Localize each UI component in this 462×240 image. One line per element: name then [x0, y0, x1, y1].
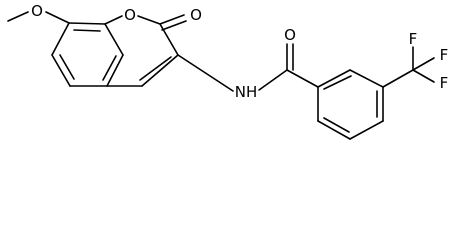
bond-c3-c4 [141, 54, 179, 87]
structure-diagram: O O O O NH F F F [7, 2, 448, 140]
bond-ph1-ph2-inner [323, 75, 352, 90]
bond-ph1-ph2 [317, 69, 351, 88]
bond-camide-aryl [286, 69, 319, 88]
atom-f-bottom: F [440, 74, 449, 92]
atom-ring-o: O [124, 6, 136, 24]
bond-c2-co [159, 14, 185, 25]
bond-c5-c6 [51, 54, 71, 87]
bond-ph5-ph6 [317, 120, 351, 140]
bond-cf3-f-right [412, 57, 435, 71]
bond-c8a-c4a-inner [102, 55, 117, 81]
bond-n-camide [258, 69, 288, 91]
bond-c6-c7 [51, 22, 70, 56]
bond-c3-n [177, 54, 234, 92]
bond-ph3-cf3 [382, 69, 414, 88]
bond-ph4-ph5 [349, 120, 384, 140]
bond-c2-c3 [159, 23, 179, 56]
bond-c8-c8a [104, 23, 124, 56]
atom-methoxy-o: O [31, 2, 43, 20]
atom-carbonyl-o: O [190, 6, 202, 24]
bond-o1-c2 [137, 15, 161, 25]
bond-c8a-o1 [104, 15, 123, 25]
bond-methyl-o [7, 11, 29, 22]
atom-labels: O O O O NH F F F [31, 2, 448, 101]
bond-ph2-ph3 [349, 69, 384, 88]
atom-amide-nh: NH [235, 83, 258, 101]
bond-c2-co-double [161, 20, 187, 31]
atom-f-top: F [409, 30, 418, 48]
atom-amide-o: O [284, 26, 296, 44]
bond-c7-c8-inner [73, 29, 101, 32]
bond-network [7, 11, 435, 140]
bond-c5-c6-inner [59, 54, 75, 80]
bond-o-c7 [45, 11, 70, 24]
bond-c3-c4-inner [139, 56, 172, 81]
bond-cf3-f-bottom [412, 69, 435, 83]
atom-f-right: F [440, 46, 449, 64]
bond-ph5-ph6-inner [323, 117, 350, 133]
bond-c8a-c4a [106, 54, 124, 87]
bond-c7-c8 [68, 22, 106, 25]
